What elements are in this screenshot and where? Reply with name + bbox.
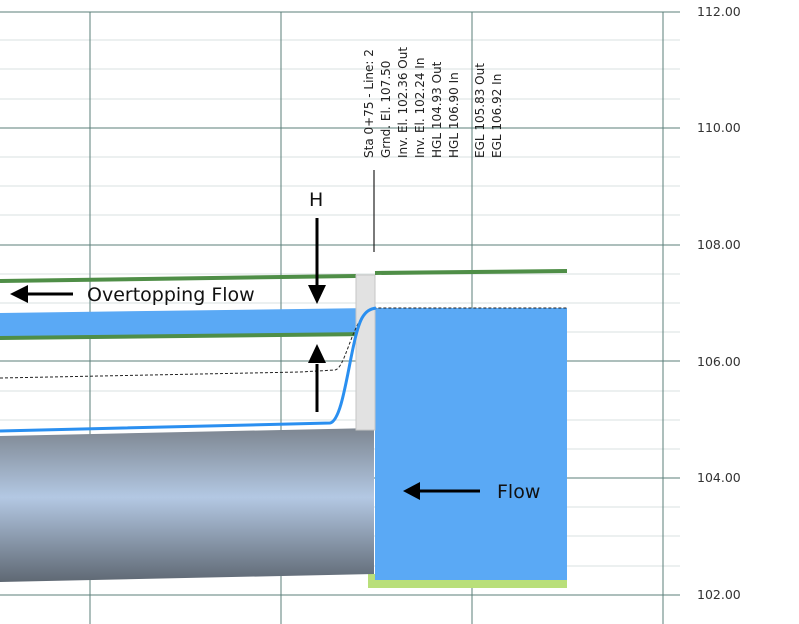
structure-water bbox=[375, 308, 567, 580]
y-tick-label: 112.00 bbox=[697, 4, 741, 19]
flow-label: Flow bbox=[497, 481, 540, 503]
station-note-line: Inv. El. 102.24 In bbox=[413, 58, 427, 158]
station-note: Sta 0+75 - Line: 2 Grnd. El. 107.50 Inv.… bbox=[362, 47, 504, 158]
hgl-line bbox=[0, 306, 377, 433]
station-note-line: Inv. El. 102.36 Out bbox=[396, 47, 410, 158]
head-arrow-down-icon bbox=[308, 218, 326, 304]
station-note-line: HGL 104.93 Out bbox=[430, 61, 444, 158]
station-note-line: EGL 105.83 Out bbox=[473, 63, 487, 158]
y-tick-label: 108.00 bbox=[697, 237, 741, 252]
pipe bbox=[0, 428, 374, 582]
y-tick-label: 104.00 bbox=[697, 470, 741, 485]
ground-line-upper-left bbox=[0, 274, 357, 283]
station-note-line: EGL 106.92 In bbox=[490, 74, 504, 158]
flow-arrow-icon bbox=[403, 482, 480, 500]
y-tick-label: 110.00 bbox=[697, 120, 741, 135]
station-note-line: HGL 106.90 In bbox=[447, 72, 461, 158]
overtopping-label: Overtopping Flow bbox=[87, 284, 255, 306]
overtopping-water bbox=[0, 308, 372, 338]
overtopping-arrow-icon bbox=[10, 285, 73, 303]
ground-line-lower-left bbox=[0, 332, 373, 340]
head-label: H bbox=[309, 189, 323, 211]
y-axis: 112.00 110.00 108.00 106.00 104.00 102.0… bbox=[697, 4, 741, 602]
y-tick-label: 106.00 bbox=[697, 354, 741, 369]
station-note-line: Grnd. El. 107.50 bbox=[379, 61, 393, 158]
y-tick-label: 102.00 bbox=[697, 587, 741, 602]
station-note-line: Sta 0+75 - Line: 2 bbox=[362, 49, 376, 158]
structure-wall bbox=[355, 274, 376, 431]
ground-line-right bbox=[374, 269, 568, 275]
head-arrow-up-icon bbox=[308, 344, 326, 412]
